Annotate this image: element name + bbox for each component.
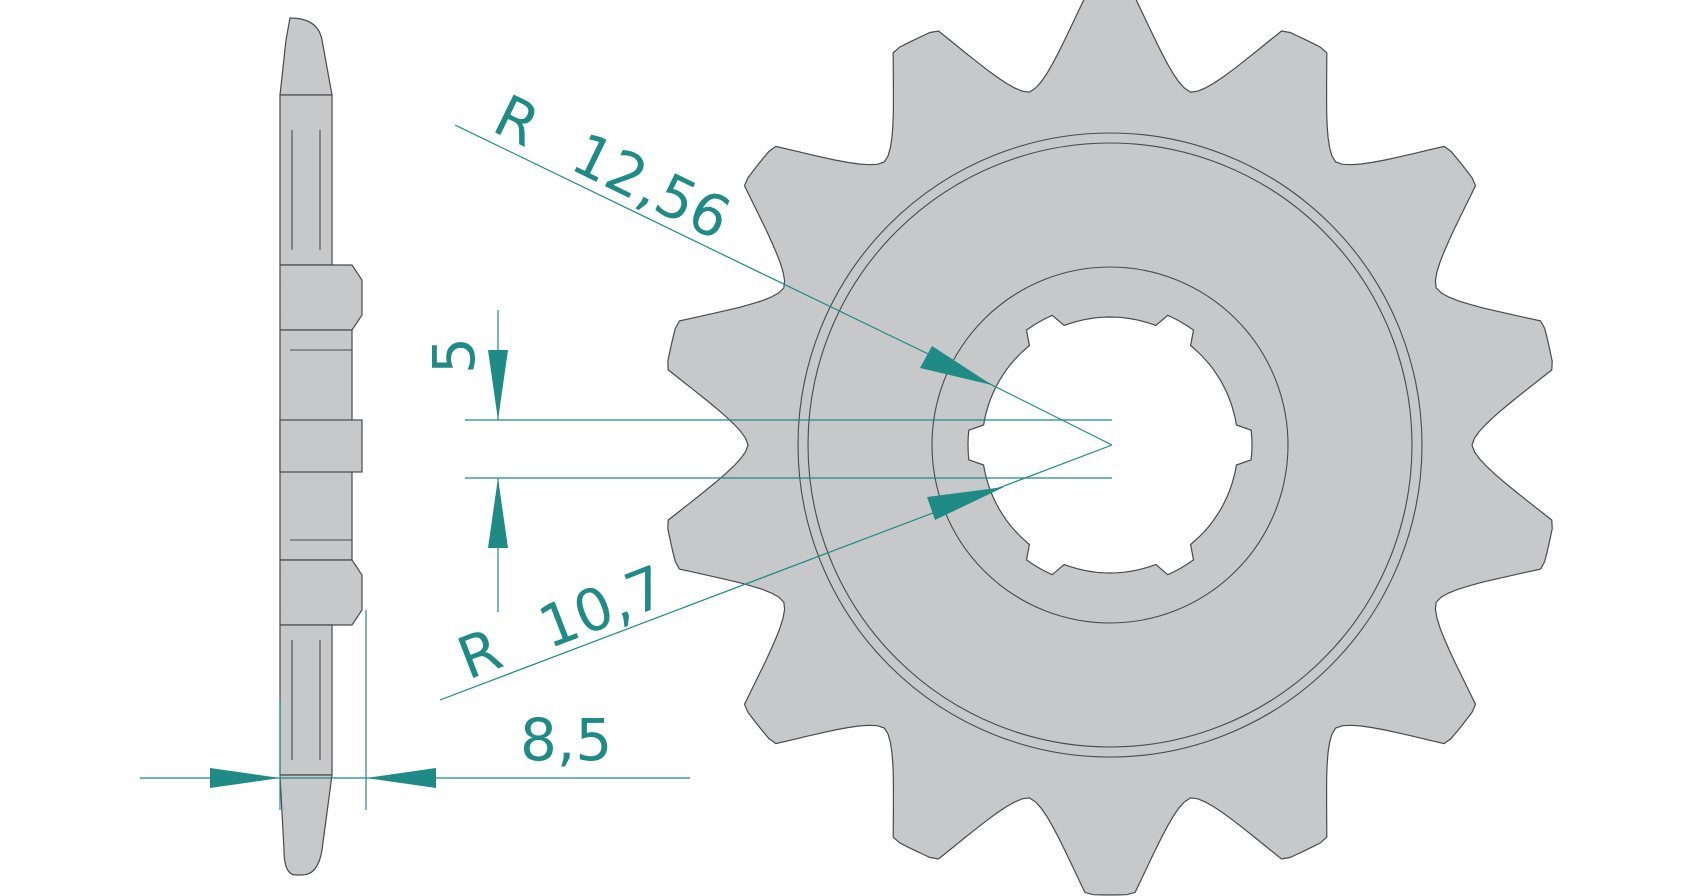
- inner-radius-prefix: R: [449, 615, 511, 693]
- side-view-top-tooth: [279, 17, 333, 96]
- spline-bore: [967, 314, 1253, 576]
- outer-radius-arrow: [920, 346, 992, 385]
- offset-label: 5: [420, 337, 488, 374]
- pitch-circle: [797, 132, 1423, 758]
- inner-radius-value: 10,7: [530, 552, 675, 662]
- outer-radius-value: 12,56: [562, 119, 741, 253]
- side-view-upper-web: [279, 94, 333, 266]
- side-view-lower-hub: [279, 559, 363, 626]
- side-view-lower-web: [279, 624, 333, 776]
- pitch-circle-inner: [807, 142, 1413, 748]
- outer-radius-label: R 12,56: [484, 81, 741, 253]
- thickness-arrow-left: [210, 768, 280, 788]
- side-view-spline-band: [279, 419, 363, 473]
- outer-radius-prefix: R: [484, 81, 550, 160]
- side-view-bottom-tooth: [279, 774, 333, 876]
- side-view-upper-hub: [279, 264, 363, 331]
- inner-radius-label: R 10,7: [449, 552, 675, 693]
- inner-radius-arrow: [927, 487, 1004, 520]
- offset-arrow-top: [488, 350, 508, 420]
- thickness-arrow-right: [366, 768, 436, 788]
- thickness-label: 8,5: [520, 706, 612, 774]
- front-view: [667, 0, 1553, 896]
- offset-arrow-bottom: [488, 478, 508, 548]
- side-view: [279, 17, 367, 876]
- hub-circle: [931, 266, 1289, 624]
